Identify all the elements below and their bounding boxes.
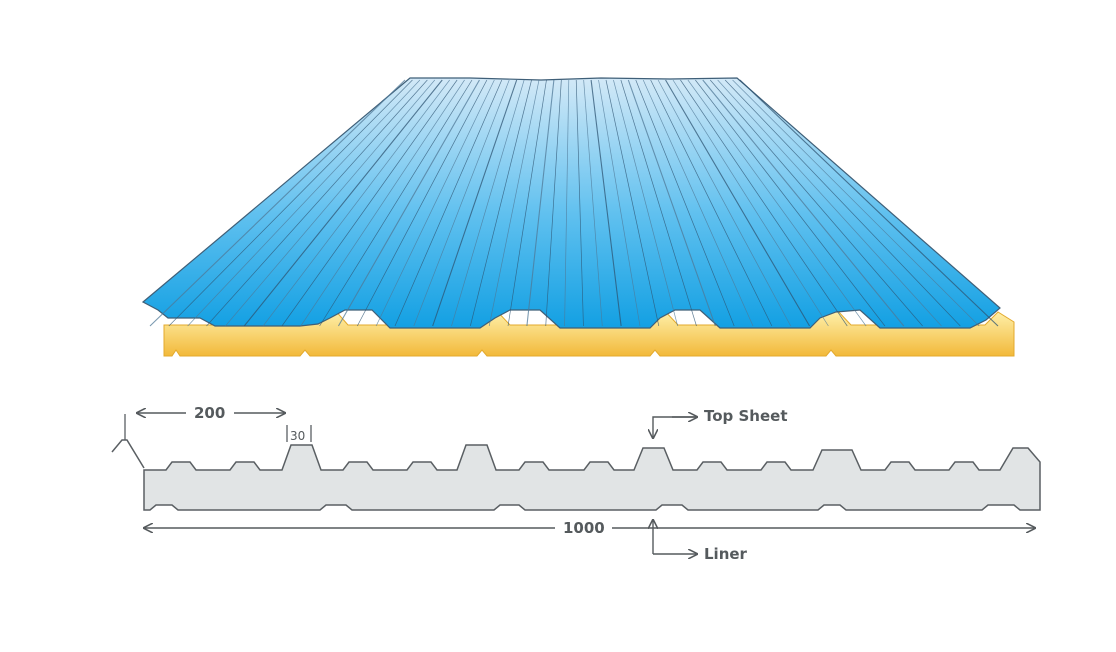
sheet-rib-line <box>432 79 518 327</box>
sheet-rib-line <box>375 79 495 327</box>
sheet-rib-line <box>507 79 547 327</box>
rib-pitch-label: 200 <box>194 404 226 422</box>
sheet-rib-line <box>732 79 980 327</box>
sheet-rib-line <box>590 79 622 327</box>
sheet-rib-line <box>613 79 678 327</box>
sheet-rib-line <box>650 79 773 327</box>
sheet-rib-line <box>262 79 450 327</box>
sheet-rib-line <box>243 79 443 327</box>
sheet-rib-line <box>605 79 660 327</box>
sheet-rib-line <box>413 79 510 327</box>
sheet-rib-line <box>702 79 905 327</box>
sheet-rib-line <box>680 79 848 327</box>
top-sheet-leader <box>653 416 696 438</box>
sheet-rib-line <box>225 79 436 327</box>
panel-width-label: 1000 <box>563 519 605 537</box>
sheet-rib-line <box>672 79 829 327</box>
sheet-rib-line <box>665 79 811 327</box>
sheet-rib-line <box>717 79 942 327</box>
top-sheet-label: Top Sheet <box>704 407 788 425</box>
sheet-rib-line <box>687 79 867 327</box>
sheet-rib-line <box>470 79 532 327</box>
sheet-rib-line <box>564 79 570 327</box>
sheet-rib-line <box>187 79 421 327</box>
liner-label: Liner <box>704 545 747 563</box>
sheet-rib-line <box>149 79 406 327</box>
sheet-rib-line <box>168 79 413 327</box>
sheet-rib-lines <box>149 79 999 327</box>
sheet-rib-line <box>657 79 792 327</box>
sheet-rib-line <box>451 79 525 327</box>
sheet-rib-line <box>598 79 641 327</box>
sheet-rib-line <box>356 79 488 327</box>
sheet-rib-line <box>488 79 540 327</box>
profile-edge-hook <box>111 439 145 469</box>
sheet-rib-line <box>739 79 999 327</box>
sheet-rib-line <box>627 79 716 327</box>
sheet-rib-line <box>635 79 735 327</box>
sheet-rib-line <box>206 79 428 327</box>
rib-height-label: 30 <box>290 429 306 443</box>
sheet-rib-line <box>695 79 886 327</box>
top-sheet <box>141 77 1001 329</box>
panel-cross-section <box>143 444 1041 511</box>
sheet-rib-line <box>394 79 503 327</box>
sheet-rib-line <box>583 79 603 327</box>
sheet-rib-line <box>724 79 961 327</box>
sheet-rib-line <box>300 79 465 327</box>
sheet-rib-line <box>575 79 584 327</box>
sheet-rib-line <box>281 79 458 327</box>
sheet-rib-line <box>642 79 754 327</box>
sheet-rib-line <box>526 79 555 327</box>
sheet-rib-line <box>319 79 473 327</box>
sheet-rib-line <box>337 79 480 327</box>
sheet-rib-line <box>709 79 923 327</box>
sheet-rib-line <box>545 79 562 327</box>
sheet-rib-line <box>620 79 697 327</box>
